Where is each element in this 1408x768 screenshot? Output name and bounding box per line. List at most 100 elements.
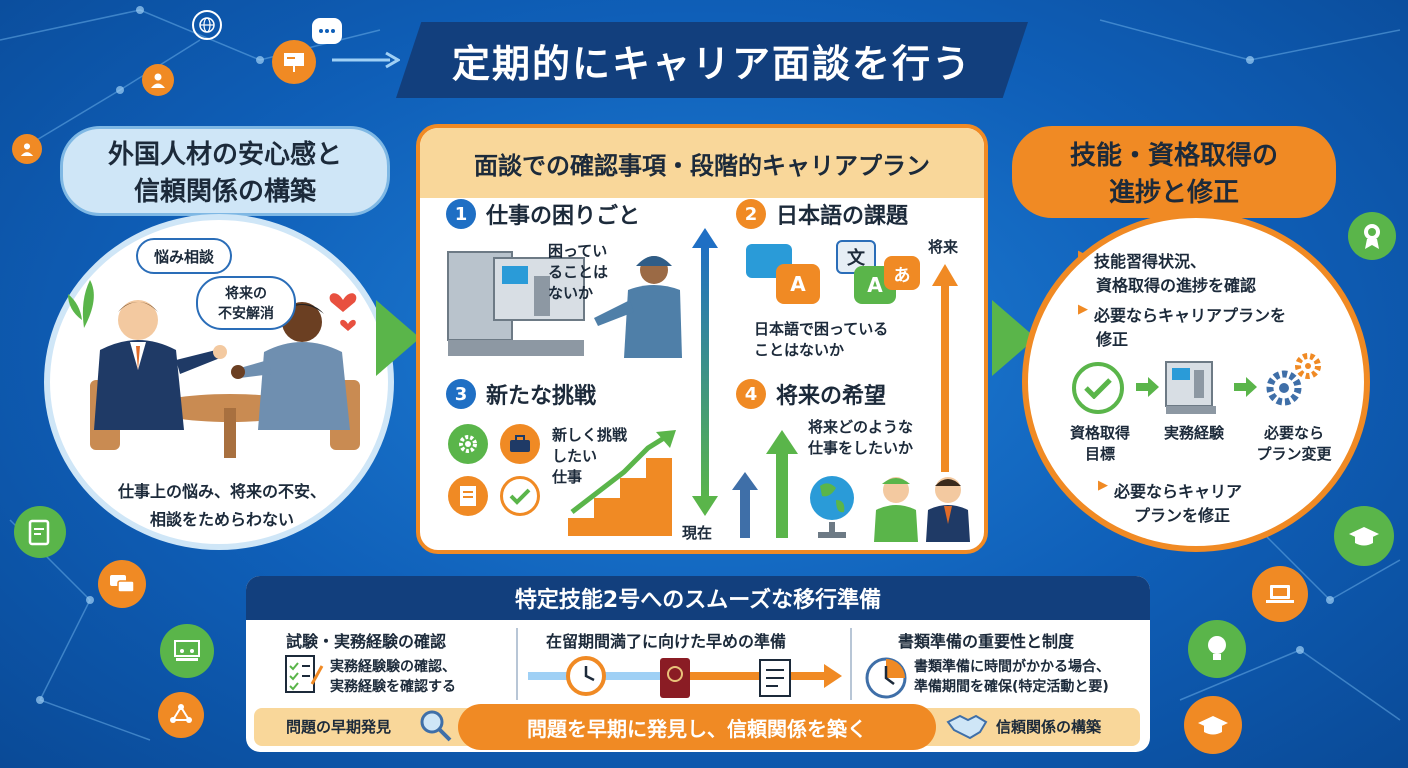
- bottom-col1-line1: 実務経験験の確認、: [330, 659, 456, 675]
- item-3-note-line1: 新しく挑戦: [552, 426, 628, 444]
- bottom-col2-title: 在留期間満了に向けた早めの準備: [546, 632, 787, 651]
- glyph-a-2: A: [867, 273, 883, 297]
- bottom-col1-line2: 実務経験を確認する: [330, 679, 456, 695]
- left-heading: 外国人材の安心感と 信頼関係の構築: [60, 126, 390, 216]
- workers-illustration: [874, 477, 970, 542]
- globe-icon: [192, 10, 222, 40]
- flow-step-1: 資格取得 目標: [1060, 422, 1140, 464]
- left-caption-line1: 仕事上の悩み、将来の不安、: [117, 482, 326, 501]
- growth-arrows-icon: [732, 430, 798, 538]
- magnifier-icon: [420, 710, 452, 742]
- right-bullet-2-line1: 必要ならキャリアプランを: [1094, 306, 1287, 325]
- machine-icon: [1165, 361, 1216, 414]
- bubble-future-line1: 将来の: [225, 286, 267, 302]
- presentation-icon: [272, 40, 316, 84]
- speech-bubble-future: 将来の 不安解消: [196, 276, 296, 330]
- bubble-consult-text: 悩み相談: [153, 247, 214, 266]
- item-4-label: 将来の希望: [776, 384, 887, 409]
- bubble-future-line2: 不安解消: [218, 306, 274, 322]
- check-icon: [500, 476, 540, 516]
- item-1-number: 1: [446, 199, 476, 229]
- bottom-col3-line2: 準備期間を確保(特定活動と要): [914, 679, 1109, 695]
- center-heading-bar: 面談での確認事項・段階的キャリアプラン: [420, 128, 984, 198]
- item-2-number: 2: [736, 199, 766, 229]
- globe-stand-icon: [810, 476, 854, 538]
- user-icon-small: [12, 134, 42, 164]
- item-2-note: 日本語で困っている ことはないか: [754, 318, 888, 360]
- footer-center-banner: 問題を早期に発見し、信頼関係を築く: [458, 704, 936, 750]
- item-1-label: 仕事の困りごと: [486, 204, 641, 229]
- footer-left-label: 問題の早期発見: [286, 718, 392, 736]
- page-title-banner: 定期的にキャリア面談を行う: [396, 22, 1028, 98]
- right-heading: 技能・資格取得の 進捗と修正: [1012, 126, 1336, 218]
- timeline-arrow-icon: [692, 228, 718, 516]
- flow-step-2-line1: 実務経験: [1163, 424, 1224, 442]
- item-4-note-line1: 将来どのような: [808, 418, 914, 436]
- page-title: 定期的にキャリア面談を行う: [451, 41, 972, 86]
- right-bullet-2-line2: 修正: [1096, 330, 1129, 349]
- clipboard-icon: [14, 506, 66, 558]
- left-heading-line2: 信頼関係の構築: [133, 177, 316, 207]
- checkmark-icon: [1072, 362, 1124, 414]
- graduation-cap-icon: [1334, 506, 1394, 566]
- item-4-number: 4: [736, 379, 766, 409]
- item-1-header: 1 仕事の困りごと: [446, 198, 640, 230]
- item-1-note-line1: 困ってい: [548, 242, 608, 260]
- glyph-a-1: A: [790, 272, 806, 296]
- arrow-left-to-center-icon: [376, 300, 420, 376]
- flow-step-3-line1: 必要なら: [1263, 424, 1324, 442]
- divider-1: [516, 628, 518, 700]
- glyph-kanji: 文: [847, 248, 865, 269]
- speech-bubble-consult: 悩み相談: [136, 238, 232, 274]
- bottom-col3-title: 書類準備の重要性と制度: [898, 632, 1075, 651]
- gears-icon: [1266, 353, 1321, 406]
- glyph-hiragana: あ: [893, 265, 911, 286]
- bottom-col3-line1: 書類準備に時間がかかる場合、: [914, 659, 1110, 675]
- item-2-note-line1: 日本語で困っている: [754, 320, 889, 338]
- item-2-label: 日本語の課題: [776, 204, 909, 229]
- item-1-note: 困ってい ることは ないか: [548, 240, 608, 303]
- lightbulb-icon: [1188, 620, 1246, 678]
- handshake-icon: [946, 714, 988, 740]
- clock-icon: [865, 657, 907, 699]
- leaf-icon: [68, 280, 94, 328]
- item-3-note-line2: したい: [552, 447, 598, 465]
- timeline-progress-icon: [528, 656, 842, 698]
- laptop-icon: [1252, 566, 1308, 622]
- item-3-note-line3: 仕事: [552, 468, 583, 486]
- flow-step-1-line2: 目標: [1084, 445, 1115, 463]
- machine-worker-illustration: [447, 251, 682, 358]
- item-2-note-line2: ことはないか: [754, 341, 845, 359]
- right-bullet-2: ▶必要ならキャリアプランを 修正: [1078, 302, 1287, 349]
- right-bullet-3-line2: プランを修正: [1134, 506, 1231, 525]
- chat-icon-orange: [98, 560, 146, 608]
- item-4-note-line2: 仕事をしたいか: [808, 439, 914, 457]
- right-bullet-1: ▶技能習得状況、 資格取得の進捗を確認: [1078, 248, 1257, 295]
- left-heading-line1: 外国人材の安心感と: [107, 140, 342, 170]
- item-1-note-line2: ることは: [548, 263, 609, 281]
- gear-icon: [448, 424, 488, 464]
- right-bullet-1-line1: 技能習得状況、: [1094, 252, 1207, 271]
- footer-right-label: 信頼関係の構築: [996, 718, 1102, 736]
- flow-step-3-line2: プラン変更: [1256, 445, 1332, 463]
- divider-2: [850, 628, 852, 700]
- bottom-col3-text: 書類準備に時間がかかる場合、 準備期間を確保(特定活動と要): [914, 656, 1110, 696]
- right-bullet-3: ▶必要ならキャリア プランを修正: [1098, 478, 1243, 525]
- consultation-illustration: [90, 300, 360, 458]
- item-4-note: 将来どのような 仕事をしたいか: [808, 416, 913, 458]
- document-icon: [448, 476, 488, 516]
- center-heading: 面談での確認事項・段階的キャリアプラン: [474, 151, 930, 180]
- item-3-number: 3: [446, 379, 476, 409]
- flow-arrow-2-icon: [1234, 377, 1257, 397]
- heart-icon: [329, 293, 357, 331]
- left-caption: 仕事上の悩み、将来の不安、 相談をためらわない: [86, 478, 358, 530]
- certificate-icon: [1348, 212, 1396, 260]
- bottom-col1-text: 実務経験験の確認、 実務経験を確認する: [330, 656, 456, 696]
- flow-step-3: 必要なら プラン変更: [1244, 422, 1344, 464]
- user-icon: [142, 64, 174, 96]
- checklist-icon: [285, 655, 324, 693]
- bottom-col1-title: 試験・実務経験の確認: [286, 632, 447, 651]
- classroom-icon: [160, 624, 214, 678]
- right-heading-line2: 進捗と修正: [1108, 178, 1239, 208]
